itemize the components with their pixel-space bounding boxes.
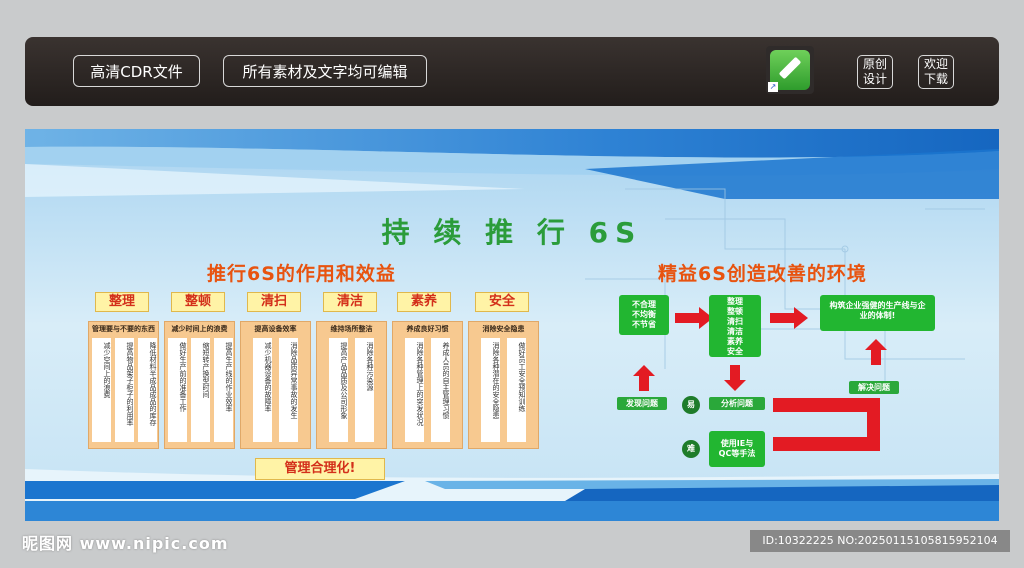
- column-line: 消除各种潜在的安全隐患: [481, 338, 500, 442]
- column-heading: 管理要与不要的东西: [92, 325, 155, 333]
- method-box: 使用IE与 QC等手法: [709, 431, 765, 467]
- column-line: 消除各种管理上的突发状况: [405, 338, 424, 442]
- cdr-pen-icon[interactable]: ↗: [766, 46, 814, 94]
- tag-safety: 安全: [475, 292, 529, 312]
- find-problem-label: 发现问题: [617, 397, 667, 410]
- tag-shitsuke: 素养: [397, 292, 451, 312]
- column-line: 养成人员的自主管理习惯: [431, 338, 450, 442]
- column-line: 提高生产线的作业效率: [214, 338, 233, 442]
- hard-circle: 难: [682, 440, 700, 458]
- arrow-down: [724, 365, 746, 391]
- system-box: 构筑企业强健的生产线与企业的体制!: [820, 295, 935, 331]
- tag-seiton: 整顿: [171, 292, 225, 312]
- column-line: 做好员工安全预知训练: [507, 338, 526, 442]
- flow-arrows: [633, 307, 887, 451]
- right-subtitle: 精益6S创造改善的环境: [658, 263, 867, 285]
- column-heading: 减少时间上的浪费: [171, 325, 228, 333]
- column-line: 提高物品架子柜子的利用率: [115, 338, 134, 442]
- management-rationalization-label: 管理合理化!: [255, 458, 385, 480]
- column-heading: 维持场所整洁: [330, 325, 373, 333]
- 6s-board: 持 续 推 行 6S 推行6S的作用和效益 精益6S创造改善的环境 整理 整顿 …: [25, 129, 999, 521]
- analyze-problem-label: 分析问题: [709, 397, 765, 410]
- column-line: 减少空间上的浪费: [92, 338, 111, 442]
- column-line: 消除品质异常事故的发生: [279, 338, 298, 442]
- column-line: 缩短转产换型时间: [191, 338, 210, 442]
- column-card: 维持场所整洁 提高产品品质及公司形象 消除各种污染源: [316, 321, 387, 449]
- tag-seiso: 清扫: [247, 292, 301, 312]
- solve-problem-label: 解决问题: [849, 381, 899, 394]
- arrow-right-2: [770, 307, 808, 329]
- image-id-label: ID:10322225 NO:20250115105815952104: [750, 530, 1010, 552]
- column-heading: 养成良好习惯: [406, 325, 449, 333]
- original-design-button[interactable]: 原创设计: [857, 55, 893, 89]
- 6s-box: 整理 整顿 清扫 清洁 素养 安全: [709, 295, 761, 357]
- column-card: 提高设备效率 减少机器设备的故障率 消除品质异常事故的发生: [240, 321, 311, 449]
- column-line: 提高产品品质及公司形象: [329, 338, 348, 442]
- arrow-up-right: [865, 339, 887, 365]
- loop-connector: [773, 398, 880, 451]
- nipic-logo: 昵图网 www.nipic.com: [22, 534, 229, 553]
- arrow-right-1: [675, 307, 713, 329]
- hd-cdr-file-button[interactable]: 高清CDR文件: [73, 55, 200, 87]
- problem-box: 不合理 不均衡 不节省: [619, 295, 669, 335]
- welcome-download-button[interactable]: 欢迎下载: [918, 55, 954, 89]
- editable-materials-button[interactable]: 所有素材及文字均可编辑: [223, 55, 427, 87]
- column-heading: 消除安全隐患: [482, 325, 525, 333]
- column-line: 消除各种污染源: [355, 338, 374, 442]
- column-heading: 提高设备效率: [254, 325, 297, 333]
- board-title: 持 续 推 行 6S: [381, 216, 643, 249]
- column-card: 减少时间上的浪费 做好生产前的准备工作 缩短转产换型时间 提高生产线的作业效率: [164, 321, 235, 449]
- column-line: 减少机器设备的故障率: [253, 338, 272, 442]
- arrow-up-left: [633, 365, 655, 391]
- column-card: 管理要与不要的东西 减少空间上的浪费 提高物品架子柜子的利用率 降低材料半成品成…: [88, 321, 159, 449]
- column-card: 养成良好习惯 消除各种管理上的突发状况 养成人员的自主管理习惯: [392, 321, 463, 449]
- tag-seiri: 整理: [95, 292, 149, 312]
- tag-seiketsu: 清洁: [323, 292, 377, 312]
- top-toolbar: 高清CDR文件 所有素材及文字均可编辑 ↗ 原创设计 欢迎下载: [25, 37, 999, 106]
- left-subtitle: 推行6S的作用和效益: [207, 263, 396, 285]
- column-line: 降低材料半成品成品的库存: [138, 338, 157, 442]
- shortcut-arrow-icon: ↗: [768, 82, 778, 92]
- column-line: 做好生产前的准备工作: [168, 338, 187, 442]
- column-card: 消除安全隐患 消除各种潜在的安全隐患 做好员工安全预知训练: [468, 321, 539, 449]
- easy-circle: 易: [682, 396, 700, 414]
